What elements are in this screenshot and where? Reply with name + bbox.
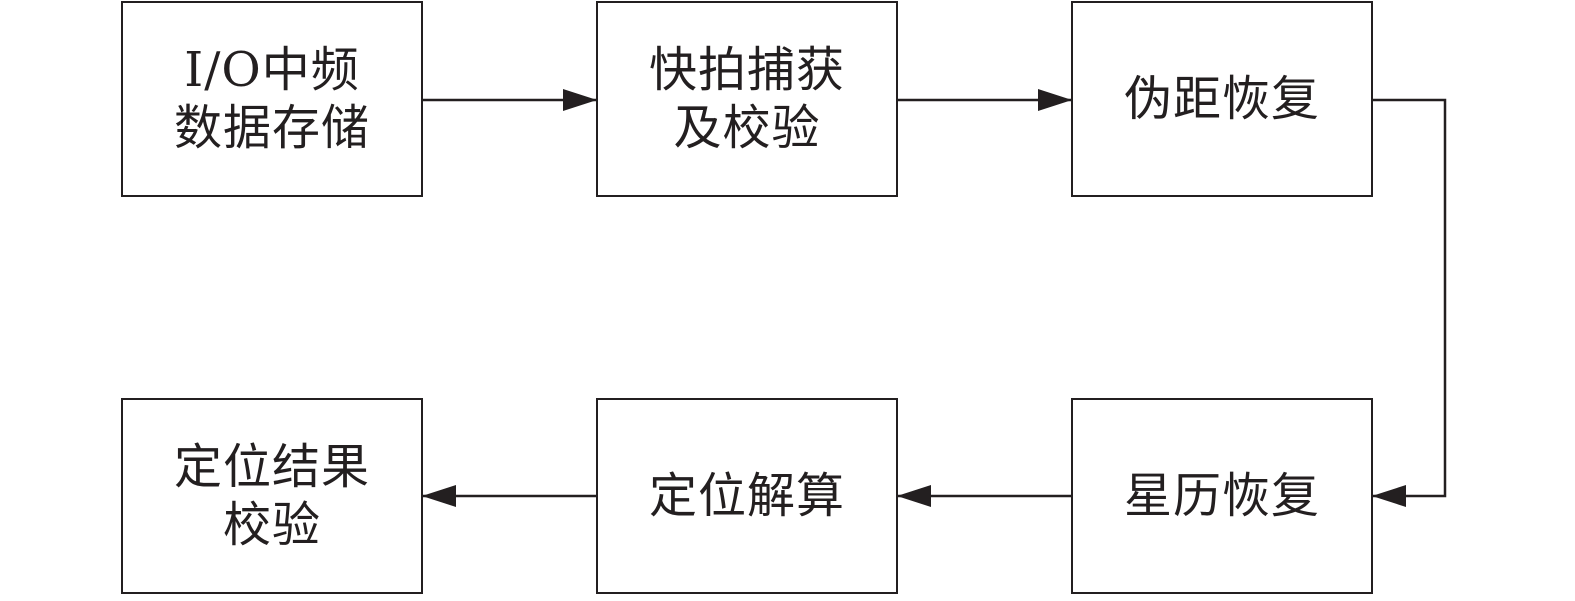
node-label-line: 定位结果 [173,439,370,495]
node-label: 星历恢复 [1124,467,1320,525]
node-label-line: I/O中频 [184,42,360,98]
node-label-line: 伪距恢复 [1123,71,1320,127]
node-label: 快拍捕获 及校验 [649,41,845,157]
node-if-data-storage: I/O中频 数据存储 [121,1,423,197]
node-label: I/O中频 数据存储 [174,41,370,157]
node-result-verification: 定位结果 校验 [121,398,423,594]
node-label: 定位结果 校验 [174,438,370,554]
arrow-pseudorange-to-ephemeris [1372,98,1447,507]
node-label: 定位解算 [649,467,845,525]
node-snapshot-capture: 快拍捕获 及校验 [596,1,898,197]
node-label-line: 星历恢复 [1123,468,1320,524]
node-label-line: 数据存储 [173,100,370,156]
node-label-line: 快拍捕获 [648,42,845,98]
node-label-line: 定位解算 [648,468,845,524]
node-label-line: 及校验 [673,100,821,156]
node-ephemeris-recovery: 星历恢复 [1071,398,1373,594]
node-position-solution: 定位解算 [596,398,898,594]
node-label: 伪距恢复 [1124,70,1320,128]
node-pseudorange-recovery: 伪距恢复 [1071,1,1373,197]
node-label-line: 校验 [222,497,321,553]
